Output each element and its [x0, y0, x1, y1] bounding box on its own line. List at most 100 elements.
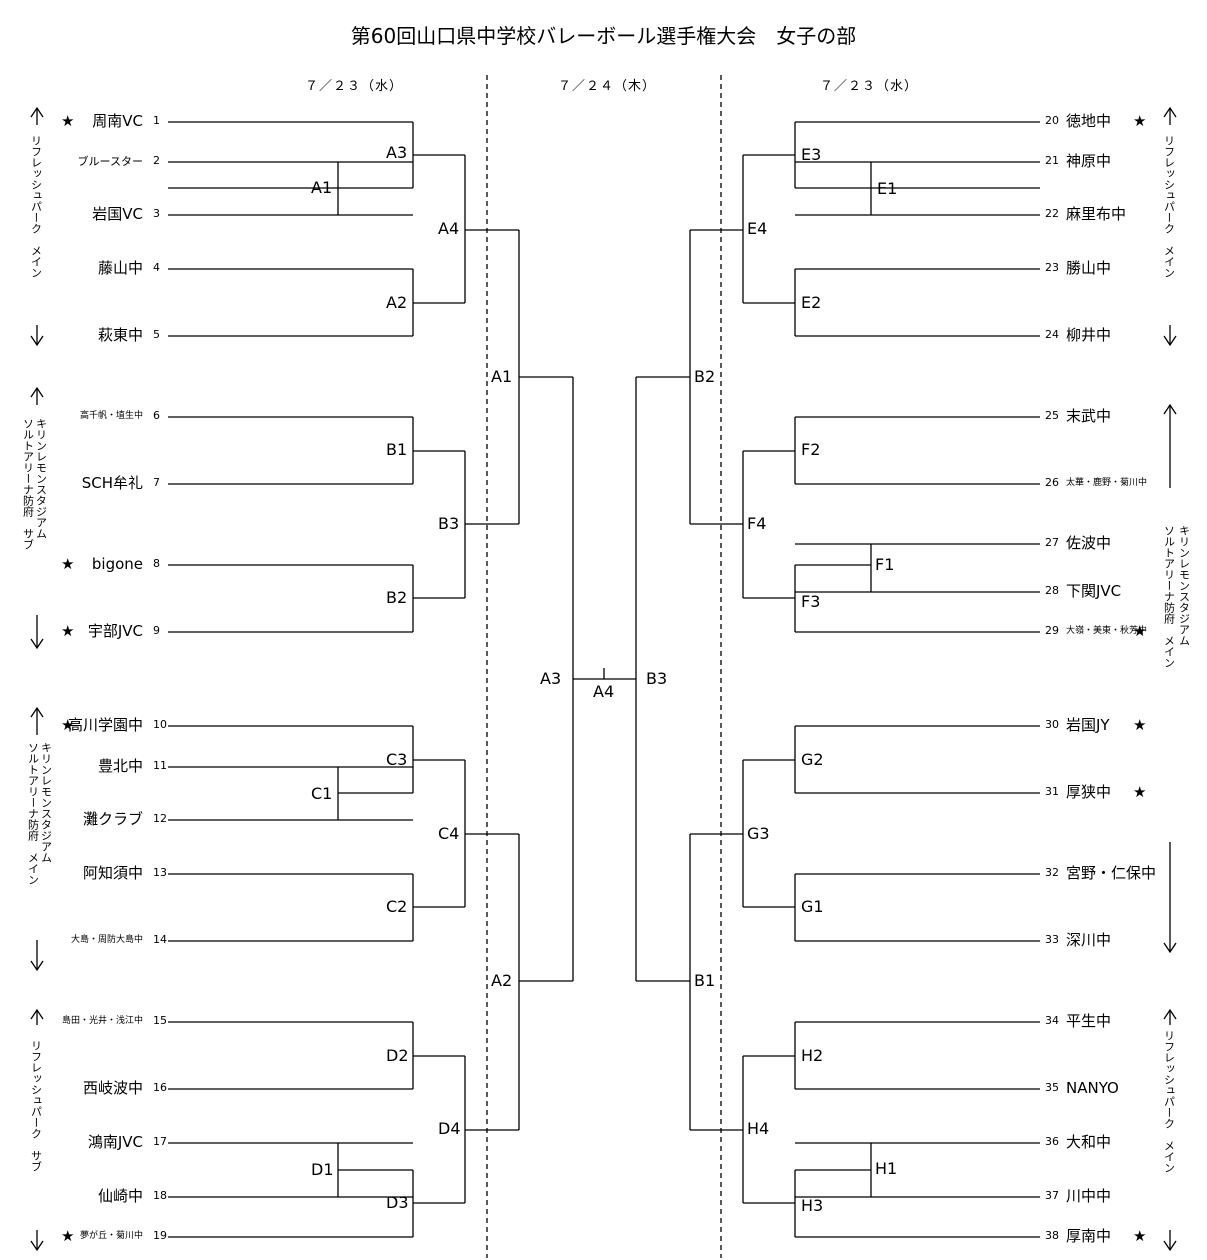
match-label: B2 [694, 367, 716, 386]
venue-left-2a: キリンレモンスタジアム [34, 418, 48, 539]
team-name: NANYO [1066, 1078, 1119, 1097]
arrow-up-icon [30, 386, 44, 398]
team-name: 厚狭中 [1066, 782, 1112, 801]
team-number: 26 [1045, 476, 1059, 489]
match-label: A1 [491, 367, 513, 386]
match-label: E2 [801, 293, 822, 312]
team-number: 34 [1045, 1014, 1059, 1027]
match-label: H3 [801, 1196, 824, 1215]
team-number: 9 [153, 624, 160, 637]
team-name: 藤山中 [97, 258, 143, 277]
team-number: 35 [1045, 1081, 1059, 1094]
team-number: 29 [1045, 624, 1059, 637]
match-label: A2 [491, 971, 513, 990]
arrow-up-icon [1163, 403, 1177, 415]
seed-star-icon: ★ [1133, 622, 1147, 640]
arrow-up-icon [30, 706, 44, 718]
seed-star-icon: ★ [61, 622, 75, 640]
team-number: 27 [1045, 536, 1059, 549]
team-number: 2 [153, 154, 160, 167]
seed-star-icon: ★ [1133, 112, 1147, 130]
match-label: D4 [438, 1119, 461, 1138]
team-number: 21 [1045, 154, 1059, 167]
arrow-down-icon [30, 1240, 44, 1252]
match-label: D2 [386, 1046, 409, 1065]
match-label: A4 [438, 219, 460, 238]
team-number: 13 [153, 866, 167, 879]
team-name: bigone [91, 554, 143, 573]
team-number: 19 [153, 1229, 167, 1242]
team-number: 7 [153, 476, 160, 489]
team-number: 16 [153, 1081, 167, 1094]
arrow-up-icon [30, 106, 44, 118]
team-number: 38 [1045, 1229, 1059, 1242]
arrow-up-icon [1163, 106, 1177, 118]
team-name: 仙崎中 [97, 1186, 143, 1205]
team-name: 夢が丘・菊川中 [79, 1230, 143, 1241]
date-right: ７／２３（水） [820, 79, 919, 94]
team-number: 4 [153, 261, 160, 274]
team-name: 神原中 [1066, 151, 1112, 170]
match-label: E1 [877, 179, 898, 198]
team-name: 阿知須中 [82, 863, 143, 882]
match-label: F4 [747, 514, 767, 533]
match-label: C2 [386, 897, 408, 916]
seed-star-icon: ★ [61, 112, 75, 130]
match-label: A1 [311, 178, 333, 197]
team-name: 岩国JY [1066, 715, 1110, 734]
match-label: D1 [311, 1160, 334, 1179]
arrow-up-icon [1163, 1008, 1177, 1020]
team-name: 麻里布中 [1066, 204, 1127, 223]
arrow-down-icon [1163, 335, 1177, 347]
match-label: F1 [875, 555, 895, 574]
match-label: H4 [747, 1119, 770, 1138]
team-name: 末武中 [1066, 406, 1112, 425]
team-number: 32 [1045, 866, 1059, 879]
seed-star-icon: ★ [61, 716, 75, 734]
team-number: 12 [153, 812, 167, 825]
team-number: 11 [153, 759, 167, 772]
venue-left-2b: ソルトアリーナ防府 サブ [21, 418, 35, 550]
match-label: C1 [311, 784, 333, 803]
match-label: A3 [540, 669, 562, 688]
match-label: D3 [386, 1193, 409, 1212]
match-label: E3 [801, 145, 822, 164]
team-name: 佐波中 [1066, 533, 1112, 552]
team-number: 33 [1045, 933, 1059, 946]
team-number: 6 [153, 409, 160, 422]
team-number: 37 [1045, 1189, 1059, 1202]
seed-star-icon: ★ [1133, 1227, 1147, 1245]
team-number: 5 [153, 328, 160, 341]
team-number: 24 [1045, 328, 1059, 341]
seed-star-icon: ★ [61, 555, 75, 573]
team-name: 勝山中 [1066, 258, 1112, 277]
team-name: 高川学園中 [67, 715, 143, 734]
match-label: B1 [694, 971, 716, 990]
page-title: 第60回山口県中学校バレーボール選手権大会 女子の部 [350, 24, 857, 48]
team-name: 太華・鹿野・菊川中 [1066, 477, 1148, 488]
match-label: G2 [801, 750, 824, 769]
team-number: 3 [153, 207, 160, 220]
team-number: 1 [153, 114, 160, 127]
venue-left-3a: キリンレモンスタジアム [39, 742, 53, 863]
team-number: 15 [153, 1014, 167, 1027]
team-name: 宇部JVC [87, 621, 143, 640]
match-label: C4 [438, 824, 460, 843]
team-name: 宮野・仁保中 [1066, 863, 1157, 882]
team-number: 10 [153, 718, 167, 731]
team-name: 大嶺・美東・秋芳中 [1066, 625, 1148, 636]
team-number: 36 [1045, 1135, 1059, 1148]
venue-right-2a: キリンレモンスタジアム [1177, 525, 1191, 646]
arrow-down-icon [1163, 942, 1177, 954]
team-name: ブルースター [77, 154, 143, 168]
team-number: 20 [1045, 114, 1059, 127]
match-label: F3 [801, 592, 821, 611]
team-name: 高千帆・埴生中 [79, 410, 143, 421]
team-name: 柳井中 [1066, 325, 1112, 344]
match-label: E4 [747, 219, 768, 238]
venue-right-2b: ソルトアリーナ防府 メイン [1162, 525, 1176, 668]
team-name: 灘クラブ [82, 809, 143, 828]
match-label: B3 [646, 669, 668, 688]
team-name: 萩東中 [97, 325, 143, 344]
